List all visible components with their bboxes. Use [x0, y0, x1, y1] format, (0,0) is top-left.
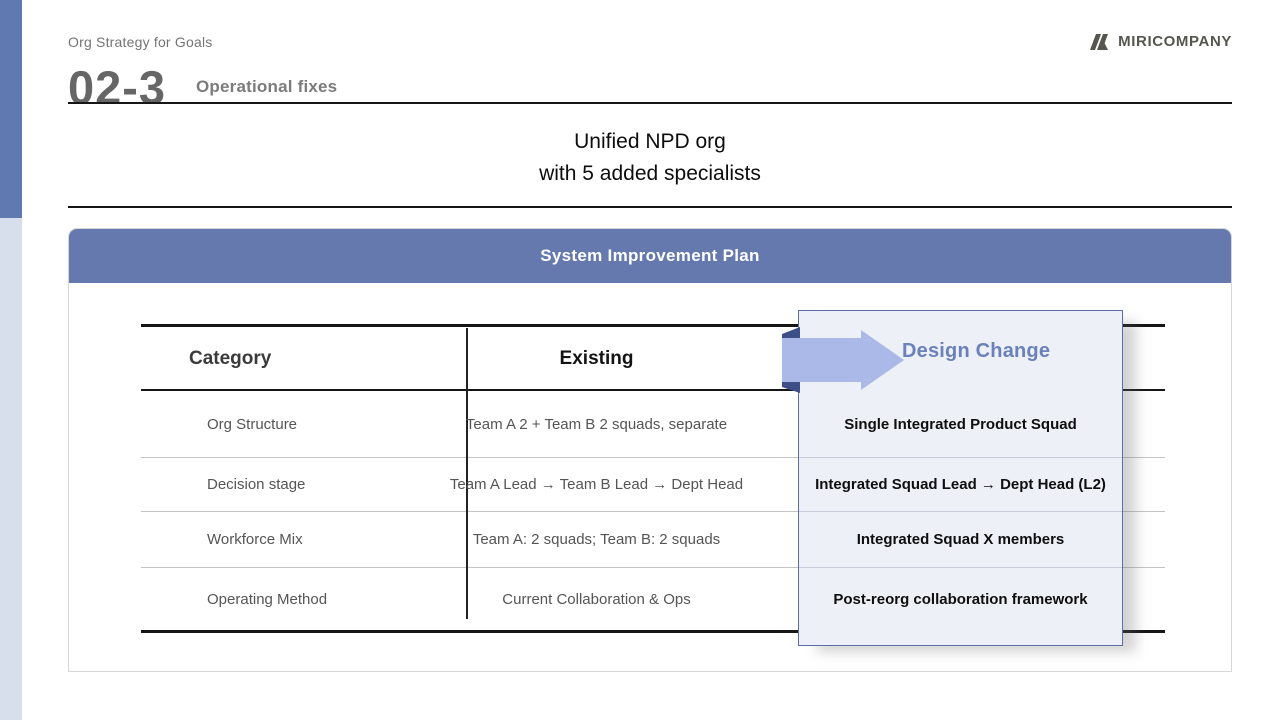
- design-change-highlight-box: Design Change Single Integrated Product …: [782, 310, 1123, 646]
- headline-line1: Unified NPD org: [574, 130, 726, 153]
- table-row: Workforce Mix Team A: 2 squads; Team B: …: [141, 512, 798, 567]
- company-logo: MIRICOMPANY: [1090, 33, 1232, 50]
- headline-line2: with 5 added specialists: [539, 162, 761, 185]
- design-row-separator: [799, 457, 1122, 458]
- table-row: Decision stage Team A Lead → Team B Lead…: [141, 458, 798, 511]
- cell-existing: Team A: 2 squads; Team B: 2 squads: [472, 531, 721, 548]
- company-logo-icon: [1090, 33, 1109, 50]
- table-row-separator: [141, 457, 1165, 458]
- cell-existing: Current Collaboration & Ops: [502, 590, 691, 608]
- table-row-separator: [141, 567, 1165, 568]
- table-row: Operating Method Current Collaboration &…: [141, 568, 798, 630]
- improvement-plan-card: System Improvement Plan Category Existin…: [68, 228, 1232, 672]
- cell-design-change: Integrated Squad X members: [856, 531, 1065, 548]
- breadcrumb: Org Strategy for Goals: [68, 34, 213, 50]
- cell-category: Workforce Mix: [207, 531, 303, 548]
- cell-design-change: Integrated Squad Lead → Dept Head (L2): [815, 476, 1106, 493]
- column-header-category: Category: [189, 347, 272, 369]
- section-number-clip: 02-3: [68, 60, 198, 103]
- section-title: Operational fixes: [196, 77, 338, 96]
- slide-headline: Unified NPD org with 5 added specialists: [68, 126, 1232, 190]
- column-header-existing: Existing: [559, 347, 634, 369]
- table-row: Org Structure Team A 2 + Team B 2 squads…: [141, 392, 798, 457]
- left-accent-strip-blue: [0, 0, 22, 218]
- cell-category: Decision stage: [207, 476, 306, 493]
- cell-design-change: Single Integrated Product Squad: [844, 416, 1077, 433]
- ribbon-arrow-icon: [781, 324, 907, 394]
- cell-category: Org Structure: [207, 416, 298, 433]
- cell-existing: Team A 2 + Team B 2 squads, separate: [465, 416, 728, 433]
- panel-title: System Improvement Plan: [540, 246, 760, 265]
- section-number: 02-3: [68, 61, 167, 103]
- divider-top: [68, 102, 1232, 104]
- table-column-divider: [466, 328, 468, 619]
- cell-design-change: Post-reorg collaboration framework: [833, 590, 1088, 608]
- design-row-separator: [799, 567, 1122, 568]
- column-header-design-change: Design Change: [902, 340, 1051, 362]
- table-bottom-border: [141, 630, 1165, 633]
- divider-bottom: [68, 206, 1232, 208]
- left-accent-strip-light: [0, 218, 22, 720]
- cell-existing: Team A Lead → Team B Lead → Dept Head: [449, 476, 744, 493]
- panel-header-bar: System Improvement Plan: [69, 229, 1231, 283]
- design-row-separator: [799, 511, 1122, 512]
- company-logo-text: MIRICOMPANY: [1118, 33, 1232, 50]
- table-header-border: [141, 389, 1165, 391]
- table-row-separator: [141, 511, 1165, 512]
- table-top-border: [141, 324, 1165, 327]
- cell-category: Operating Method: [207, 590, 328, 608]
